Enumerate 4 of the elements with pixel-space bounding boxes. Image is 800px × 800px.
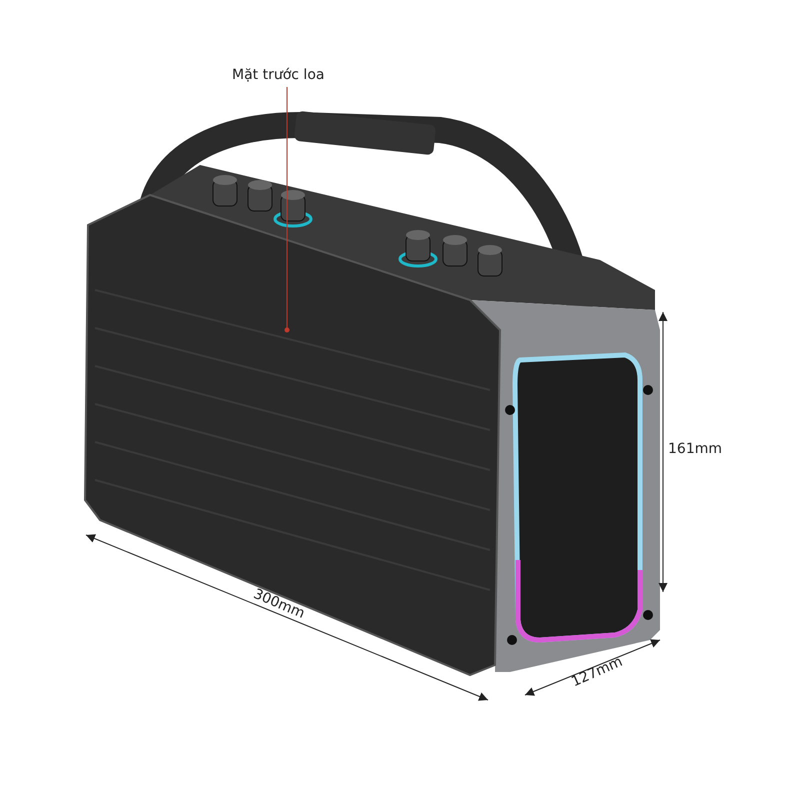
dimension-label: 161mm bbox=[668, 441, 722, 457]
leader-line bbox=[284, 86, 290, 332]
callout-label: Mặt trước loa bbox=[232, 66, 324, 84]
speaker-front-panel bbox=[84, 194, 501, 676]
